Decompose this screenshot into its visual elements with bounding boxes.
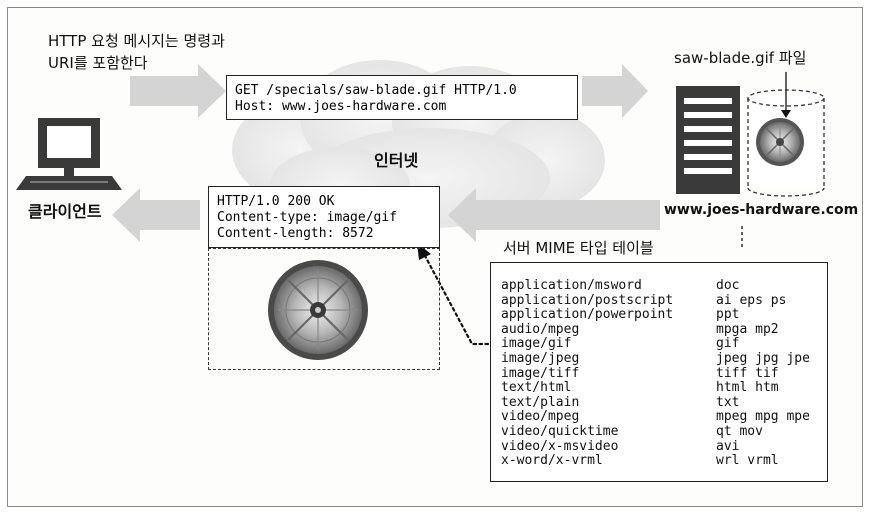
extension-cell: txt bbox=[716, 394, 740, 410]
table-row: image/gif gif bbox=[501, 337, 810, 352]
extension-cell: avi bbox=[716, 438, 740, 454]
internet-label: 인터넷 bbox=[374, 151, 419, 170]
mime-type-cell: text/plain bbox=[501, 394, 580, 410]
extension-cell: doc bbox=[716, 278, 740, 293]
table-row: text/html html htm bbox=[501, 381, 810, 396]
extension-cell: html htm bbox=[716, 380, 779, 396]
response-body bbox=[208, 248, 440, 370]
request-arrow-left bbox=[130, 64, 226, 118]
saw-blade-icon bbox=[268, 260, 368, 360]
mime-type-cell: application/postscript bbox=[501, 292, 674, 308]
table-row: application/powerpoint ppt bbox=[501, 308, 810, 323]
table-row: application/postscript ai eps ps bbox=[501, 292, 810, 309]
mime-type-cell: x-word/x-vrml bbox=[501, 453, 603, 469]
request-line: GET /specials/saw-blade.gif HTTP/1.0 bbox=[235, 83, 517, 98]
request-caption-line: URI를 포함한다 bbox=[48, 54, 148, 72]
table-row: application/msword doc bbox=[501, 278, 810, 294]
mime-type-cell: video/mpeg bbox=[501, 409, 580, 425]
mime-type-cell: image/jpeg bbox=[501, 350, 580, 366]
extension-cell: mpeg mpg mpe bbox=[716, 409, 810, 425]
extension-cell: mpga mp2 bbox=[716, 321, 779, 337]
mime-type-cell: video/quicktime bbox=[501, 423, 619, 439]
table-row: audio/mpeg mpga mp2 bbox=[501, 321, 810, 338]
request-message: GET /specials/saw-blade.gif HTTP/1.0 Hos… bbox=[226, 75, 578, 120]
client-label: 클라이언트 bbox=[28, 202, 102, 221]
table-row: x-word/x-vrml wrl vrml bbox=[501, 454, 810, 469]
table-row: text/plain txt bbox=[501, 394, 810, 411]
file-label: saw-blade.gif 파일 bbox=[674, 49, 807, 67]
desktop-computer-icon bbox=[16, 118, 122, 190]
mime-type-cell: video/x-msvideo bbox=[501, 438, 619, 454]
request-caption: HTTP 요청 메시지는 명령과 URI를 포함한다 bbox=[48, 30, 225, 74]
table-row: video/mpeg mpeg mpg mpe bbox=[501, 410, 810, 425]
request-header: Host: www.joes-hardware.com bbox=[235, 99, 447, 114]
extension-cell: ai eps ps bbox=[716, 292, 787, 308]
mime-type-cell: application/powerpoint bbox=[501, 307, 674, 323]
extension-cell: wrl vrml bbox=[716, 453, 779, 469]
response-arrow-left bbox=[112, 188, 200, 242]
mime-type-cell: image/tiff bbox=[501, 365, 580, 381]
request-caption-line: HTTP 요청 메시지는 명령과 bbox=[48, 32, 225, 50]
server-tower-icon bbox=[676, 86, 740, 194]
extension-cell: qt mov bbox=[716, 423, 763, 439]
mime-type-cell: audio/mpeg bbox=[501, 321, 580, 337]
mime-type-cell: application/msword bbox=[501, 278, 642, 293]
table-row: image/jpeg jpeg jpg jpe bbox=[501, 350, 810, 367]
server-label: www.joes-hardware.com bbox=[664, 202, 859, 218]
table-row: image/tiff tiff tif bbox=[501, 365, 810, 382]
response-status-line: HTTP/1.0 200 OK bbox=[217, 194, 335, 209]
extension-cell: ppt bbox=[716, 307, 740, 323]
response-arrows bbox=[112, 188, 660, 242]
extension-cell: gif bbox=[716, 336, 740, 352]
response-arrow-right bbox=[448, 188, 660, 242]
saw-blade-icon bbox=[756, 118, 804, 166]
extension-cell: tiff tif bbox=[716, 365, 779, 381]
mime-type-cell: image/gif bbox=[501, 336, 572, 352]
request-arrow-right bbox=[582, 64, 648, 118]
request-arrows bbox=[130, 64, 648, 118]
mime-table-title: 서버 MIME 타입 테이블 bbox=[499, 237, 658, 259]
table-row: video/quicktime qt mov bbox=[501, 423, 810, 440]
table-row: video/x-msvideo avi bbox=[501, 438, 810, 455]
extension-cell: jpeg jpg jpe bbox=[716, 350, 810, 366]
response-header: Content-length: 8572 bbox=[217, 226, 374, 241]
response-message: HTTP/1.0 200 OK Content-type: image/gif … bbox=[208, 186, 440, 248]
mime-type-cell: text/html bbox=[501, 380, 572, 396]
response-header: Content-type: image/gif bbox=[217, 210, 398, 225]
